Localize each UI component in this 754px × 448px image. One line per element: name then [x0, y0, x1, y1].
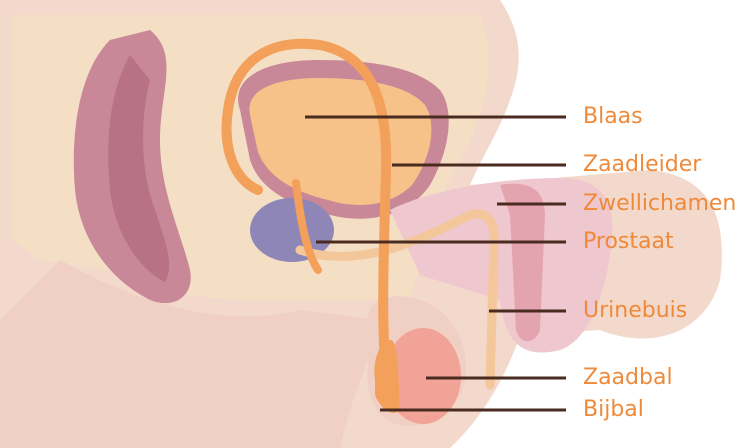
label-urinebuis: Urinebuis — [583, 299, 687, 323]
label-zwellichamen: Zwellichamen — [583, 192, 736, 216]
label-prostaat: Prostaat — [583, 230, 674, 254]
label-zaadbal: Zaadbal — [583, 366, 673, 390]
label-bijbal: Bijbal — [583, 398, 644, 422]
label-zaadleider: Zaadleider — [583, 153, 701, 177]
label-blaas: Blaas — [583, 105, 643, 129]
